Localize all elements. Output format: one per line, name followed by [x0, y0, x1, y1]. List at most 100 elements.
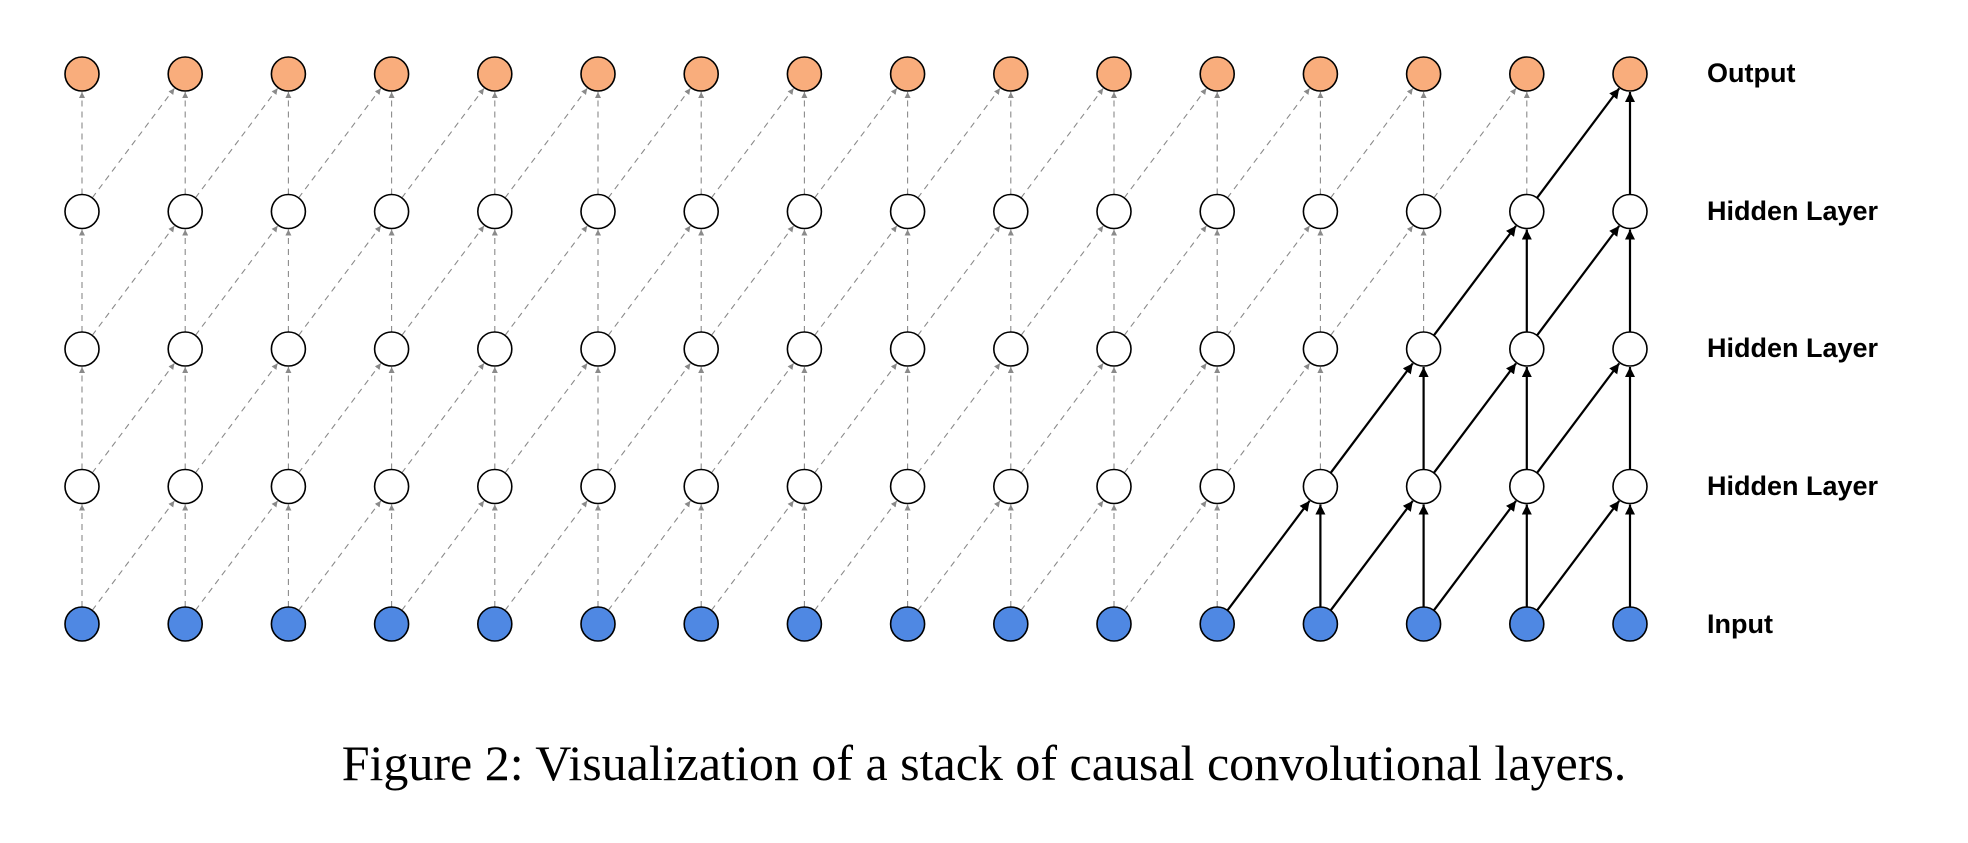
background-connection	[814, 225, 898, 336]
layer-label-output: Output	[1707, 58, 1796, 88]
output-node	[580, 56, 616, 92]
background-connection	[298, 225, 382, 336]
highlighted-connection	[1536, 225, 1621, 337]
background-connection	[710, 225, 795, 336]
hidden-node	[889, 193, 926, 230]
hidden-node	[786, 193, 823, 230]
hidden-node	[1096, 193, 1132, 230]
background-connection	[298, 363, 382, 474]
hidden-node	[64, 193, 100, 230]
hidden-node	[1405, 193, 1442, 230]
input-node	[1612, 606, 1648, 642]
background-connection	[91, 88, 175, 199]
hidden-node	[1302, 193, 1339, 230]
output-node	[270, 56, 307, 92]
output-node	[1509, 56, 1545, 92]
hidden-node	[270, 468, 307, 505]
output-node	[64, 56, 100, 92]
background-connection	[91, 500, 175, 611]
output-node	[1096, 56, 1132, 92]
hidden-node	[167, 193, 203, 230]
hidden-node	[1199, 193, 1235, 230]
background-connection	[1123, 363, 1207, 474]
hidden-node	[1509, 193, 1545, 230]
background-connection	[194, 500, 279, 611]
background-connection	[814, 88, 898, 199]
hidden-node	[992, 193, 1029, 230]
hidden-node	[373, 193, 410, 230]
input-node	[1509, 606, 1545, 642]
background-connection	[194, 225, 279, 336]
highlighted-connection	[1432, 500, 1517, 612]
hidden-node	[1612, 331, 1648, 367]
background-connection	[814, 363, 898, 474]
background-connection	[710, 363, 795, 474]
input-node	[270, 606, 307, 642]
input-node	[373, 606, 410, 642]
input-node	[167, 606, 203, 642]
highlighted-connection	[1536, 362, 1621, 474]
hidden-node	[167, 468, 203, 505]
background-connection	[1020, 88, 1104, 199]
background-connection	[1330, 88, 1414, 199]
hidden-node	[992, 468, 1029, 505]
input-node	[476, 606, 513, 642]
hidden-node	[1405, 468, 1442, 505]
highlighted-connection	[1226, 500, 1311, 612]
background-connection	[298, 88, 382, 199]
background-connection	[814, 500, 898, 611]
background-connection	[917, 88, 1001, 199]
hidden-node	[1096, 331, 1132, 367]
output-node	[373, 56, 410, 92]
output-node	[889, 56, 926, 92]
layer-label-hidden-3: Hidden Layer	[1707, 196, 1879, 226]
background-connection	[504, 500, 588, 611]
background-connection	[1123, 88, 1207, 199]
background-connection	[710, 88, 795, 199]
background-connection	[401, 363, 485, 474]
hidden-node	[889, 331, 926, 367]
output-node	[1199, 56, 1235, 92]
hidden-node	[1199, 468, 1235, 505]
hidden-node	[167, 331, 203, 367]
background-connection	[1330, 225, 1414, 336]
background-connection	[607, 225, 691, 336]
input-node	[889, 606, 926, 642]
hidden-node	[476, 193, 513, 230]
hidden-node	[1509, 468, 1545, 505]
hidden-node	[1405, 331, 1442, 367]
background-connection	[1226, 88, 1311, 199]
highlighted-connection	[1329, 362, 1414, 474]
background-connection	[1020, 363, 1104, 474]
background-connection	[1123, 500, 1207, 611]
hidden-node	[683, 193, 720, 230]
hidden-node	[270, 331, 307, 367]
background-connection	[1226, 225, 1311, 336]
output-node	[167, 56, 203, 92]
hidden-node	[889, 468, 926, 505]
background-connection	[1433, 88, 1517, 199]
hidden-node	[683, 468, 720, 505]
hidden-node	[1199, 331, 1235, 367]
hidden-node	[683, 331, 720, 367]
nodes	[64, 56, 1648, 642]
layer-label-hidden-1: Hidden Layer	[1707, 471, 1879, 501]
output-node	[1302, 56, 1339, 92]
input-node	[683, 606, 720, 642]
hidden-node	[786, 468, 823, 505]
hidden-node	[1612, 193, 1648, 230]
hidden-node	[1302, 331, 1339, 367]
highlighted-connection	[1432, 225, 1517, 337]
hidden-node	[1509, 331, 1545, 367]
hidden-node	[1612, 468, 1648, 505]
background-connection	[1020, 500, 1104, 611]
background-connection	[401, 225, 485, 336]
input-node	[992, 606, 1029, 642]
hidden-node	[992, 331, 1029, 367]
highlighted-connection	[1536, 500, 1621, 612]
background-connection	[504, 363, 588, 474]
background-connection	[710, 500, 795, 611]
background-connection	[91, 363, 175, 474]
hidden-node	[1096, 468, 1132, 505]
